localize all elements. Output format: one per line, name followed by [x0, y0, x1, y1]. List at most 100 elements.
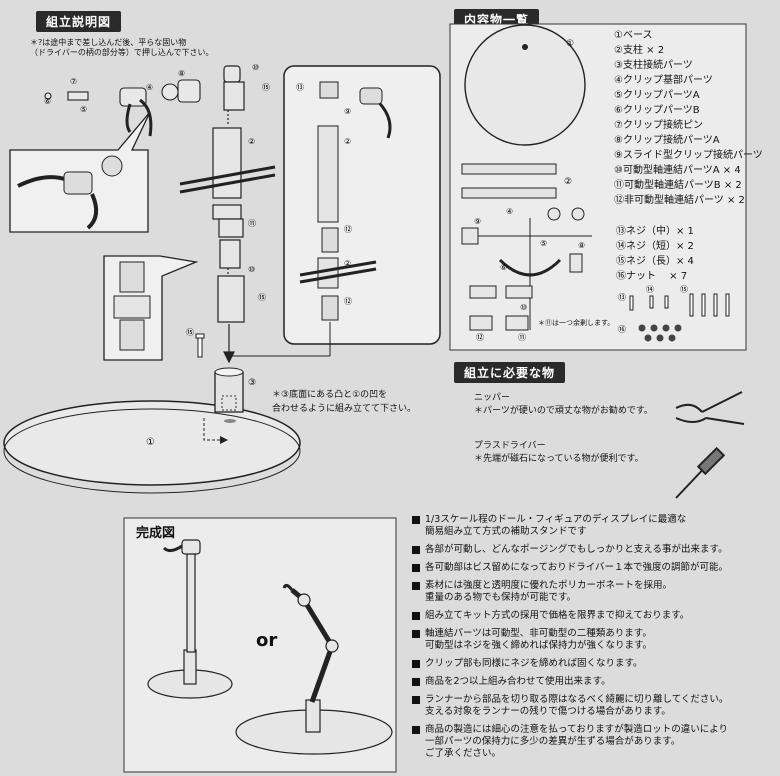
- feature-line: ランナーから部品を切り取る際はなるべく綺麗に切り離してください。: [425, 694, 729, 705]
- feature-line: 一部パーツの保持力に多少の差異が生ずる場合があります。: [425, 736, 681, 747]
- feature-line: 可動型はネジを強く締めれば保持力が強くなります。: [425, 640, 653, 651]
- nipper-desc: ＊パーツが硬いので頑丈な物がお勧めです。: [474, 406, 653, 416]
- feature-item: 商品の製造には細心の注意を払っておりますが製造ロットの違いにより一部パーツの保持…: [412, 724, 764, 760]
- feature-item: 商品を2つ以上組み合わせて使用出来ます。: [412, 676, 764, 688]
- tools-title: 組立に必要な物: [454, 362, 566, 383]
- part-item: ⑥クリップパーツB: [614, 105, 700, 116]
- feature-line: 重量のある物でも保持が可能です。: [425, 592, 577, 603]
- svg-text:⑨: ⑨: [344, 107, 351, 116]
- feature-line: 組み立てキット方式の採用で価格を限界まで抑えております。: [425, 610, 690, 621]
- slide-clip-box: ⑬ ⑨ ② ⑫ ② ⑫: [230, 65, 441, 357]
- svg-text:⑩: ⑩: [252, 63, 259, 72]
- svg-text:①: ①: [566, 39, 574, 49]
- svg-text:①: ①: [146, 437, 155, 448]
- feature-line: クリップ部も同様にネジを締めれば固くなります。: [425, 658, 643, 669]
- svg-text:④: ④: [146, 83, 153, 92]
- part-item: ④クリップ基部パーツ: [614, 75, 713, 86]
- feature-list: 1/3スケール程のドール・フィギュアのディスプレイに最適な簡易組み立て方式の補助…: [412, 514, 764, 766]
- svg-text:⑪: ⑪: [248, 219, 256, 228]
- svg-text:⑧: ⑧: [178, 69, 185, 78]
- svg-text:⑥: ⑥: [500, 263, 507, 272]
- base-note: ＊③底面にある凸と①の凹を 合わせるように組み立てて下さい。: [272, 388, 416, 416]
- complete-straight-stand: [147, 539, 233, 699]
- clip-zoom-inset: [9, 111, 151, 233]
- base-note-line-2: 合わせるように組み立てて下さい。: [272, 404, 417, 414]
- feature-line: 各部が可動し、どんなポージングでもしっかりと支える事が出来ます。: [425, 544, 728, 555]
- svg-text:②: ②: [564, 177, 572, 187]
- feature-item: 1/3スケール程のドール・フィギュアのディスプレイに最適な簡易組み立て方式の補助…: [412, 514, 764, 538]
- screw-item: ⑬ネジ（中）× 1: [616, 226, 694, 237]
- part-item: ⑨スライド型クリップ接続パーツ: [614, 150, 763, 161]
- feature-line: 商品の製造には細心の注意を払っておりますが製造ロットの違いにより: [425, 724, 729, 735]
- pillar-assembly: [179, 65, 276, 364]
- svg-text:②: ②: [344, 259, 351, 268]
- part-item: ⑦クリップ接続ピン: [614, 120, 703, 131]
- driver-desc: ＊先端が磁石になっている物が便利です。: [474, 454, 644, 464]
- contents-runner: [461, 207, 592, 331]
- svg-text:⑫: ⑫: [476, 333, 484, 342]
- joint-zoom-inset: [103, 255, 199, 361]
- spare-note: ＊⑪は一つ余剰します。: [538, 319, 615, 327]
- feature-item: ランナーから部品を切り取る際はなるべく綺麗に切り離してください。支える対象をラン…: [412, 694, 764, 718]
- part-item: ③支柱接続パーツ: [614, 60, 693, 71]
- long-screw: ⑮: [186, 328, 205, 358]
- pillar-connector-part: ③: [203, 367, 256, 444]
- tools-text: ニッパー ＊パーツが硬いので頑丈な物がお勧めです。 プラスドライバー ＊先端が磁…: [474, 392, 653, 466]
- svg-text:⑬: ⑬: [618, 293, 626, 302]
- svg-text:⑮: ⑮: [680, 285, 688, 294]
- svg-text:⑧: ⑧: [578, 241, 585, 250]
- svg-text:②: ②: [248, 137, 255, 146]
- part-item: ⑪可動型軸連結パーツB × 2: [614, 180, 742, 191]
- svg-text:⑭: ⑭: [646, 285, 654, 294]
- svg-text:⑪: ⑪: [518, 333, 526, 342]
- driver-title: プラスドライバー: [474, 441, 546, 451]
- assembly-title: 組立説明図: [36, 11, 122, 32]
- part-item: ⑧クリップ接続パーツA: [614, 135, 720, 146]
- svg-text:⑫: ⑫: [344, 297, 352, 306]
- feature-line: 商品を2つ以上組み合わせて使用出来ます。: [425, 676, 611, 687]
- feature-item: 各可動部はビス留めになっておりドライバー１本で強度の調節が可能。: [412, 562, 764, 574]
- clip-assembly: [44, 79, 201, 137]
- screwdriver-icon: [675, 446, 726, 499]
- feature-line: 各可動部はビス留めになっておりドライバー１本で強度の調節が可能。: [425, 562, 729, 573]
- contents-nuts: [638, 324, 682, 342]
- contents-base-disc: ①: [464, 24, 586, 146]
- contents-screws: [629, 293, 730, 317]
- or-label: or: [256, 630, 278, 651]
- feature-line: 支える対象をランナーの残りで傷つける場合があります。: [425, 706, 671, 717]
- base-disc: ①: [3, 400, 301, 494]
- feature-line: 素材には強度と透明度に優れたポリカーボネートを採用。: [425, 580, 673, 591]
- screw-item: ⑮ネジ（長）× 4: [616, 256, 694, 267]
- svg-text:⑩: ⑩: [248, 265, 255, 274]
- feature-line: ご了承ください。: [425, 748, 502, 759]
- feature-item: 素材には強度と透明度に優れたポリカーボネートを採用。重量のある物でも保持が可能で…: [412, 580, 764, 604]
- svg-text:⑯: ⑯: [618, 325, 626, 334]
- part-item: ⑫非可動型軸連結パーツ × 2: [614, 195, 745, 206]
- nipper-icon: [675, 391, 745, 425]
- svg-text:②: ②: [344, 137, 351, 146]
- feature-item: クリップ部も同様にネジを締めれば固くなります。: [412, 658, 764, 670]
- top-note-line-1: ＊?は途中まで差し込んだ後、平らな固い物: [30, 38, 187, 47]
- screw-item: ⑯ナット × 7: [616, 271, 688, 282]
- top-note: ＊?は途中まで差し込んだ後、平らな固い物 （ドライバーの柄の部分等）で押し込んで…: [30, 38, 213, 58]
- svg-text:⑩: ⑩: [520, 303, 527, 312]
- feature-line: 簡易組み立て方式の補助スタンドです: [425, 526, 587, 537]
- part-item: ⑩可動型軸連結パーツA × 4: [614, 165, 741, 176]
- svg-text:⑤: ⑤: [540, 239, 547, 248]
- svg-text:⑮: ⑮: [186, 328, 194, 337]
- part-item: ⑤クリップパーツA: [614, 90, 700, 101]
- svg-text:⑮: ⑮: [262, 83, 270, 92]
- feature-line: 軸連結パーツは可動型、非可動型の二種類あります。: [425, 628, 652, 639]
- feature-item: 各部が可動し、どんなポージングでもしっかりと支える事が出来ます。: [412, 544, 764, 556]
- svg-text:⑨: ⑨: [474, 217, 481, 226]
- svg-text:⑫: ⑫: [344, 225, 352, 234]
- nipper-title: ニッパー: [474, 393, 511, 403]
- contents-pillars: ②: [461, 163, 572, 199]
- svg-text:⑬: ⑬: [296, 83, 304, 92]
- base-note-line-1: ＊③底面にある凸と①の凹を: [272, 390, 388, 400]
- svg-text:⑦: ⑦: [70, 77, 77, 86]
